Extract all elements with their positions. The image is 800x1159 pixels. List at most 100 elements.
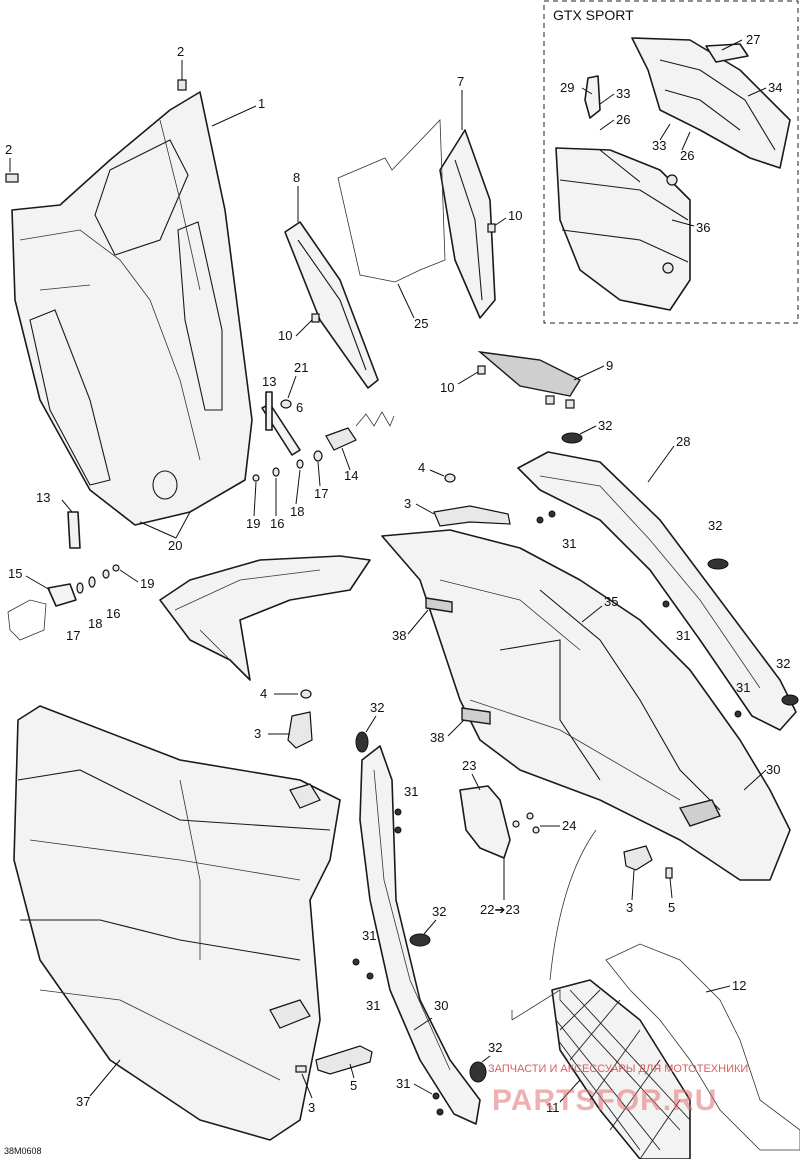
leader-25 <box>397 283 415 319</box>
callout-3c: 3 <box>626 900 633 915</box>
part-28-rail-line <box>539 475 761 689</box>
part-1-shape <box>11 91 253 526</box>
leader-27 <box>721 39 743 51</box>
part-3-upper <box>433 505 511 527</box>
nut-31d-2 <box>394 826 402 834</box>
leader-19a <box>253 481 257 517</box>
callout-33a: 33 <box>616 86 630 101</box>
callout-3b: 3 <box>254 726 261 741</box>
callout-6: 6 <box>296 400 303 415</box>
callout-20: 20 <box>168 538 182 553</box>
part-7-vent <box>439 129 496 319</box>
callout-33b: 33 <box>652 138 666 153</box>
part-37-upper-rib <box>17 769 331 831</box>
leader-37 <box>89 1059 121 1097</box>
part-15-bracket-shape <box>47 583 77 607</box>
part-3-panel-clip-2 <box>269 999 311 1029</box>
part-1-left-opening <box>29 309 111 486</box>
fastener-2b <box>5 173 19 183</box>
leader-1 <box>211 105 257 127</box>
callout-30b: 30 <box>434 998 448 1013</box>
callout-18a: 18 <box>290 504 304 519</box>
callout-16b: 16 <box>106 606 120 621</box>
callout-29: 29 <box>560 80 574 95</box>
part-9-vent <box>477 350 582 397</box>
inset-border <box>543 0 799 324</box>
part-29-bracket <box>584 75 601 119</box>
part-7-inner <box>454 159 483 301</box>
fastener-10b <box>487 223 496 233</box>
washer-17b <box>76 582 84 594</box>
fastener-10a <box>311 313 320 323</box>
part-12-gasket <box>605 943 800 1151</box>
leader-9 <box>573 365 605 381</box>
callout-26b: 26 <box>680 148 694 163</box>
leader-21 <box>287 375 297 399</box>
part-30-lower-line <box>373 769 451 1071</box>
part-11-mesh-a <box>555 989 691 1159</box>
washer-21 <box>280 399 292 409</box>
inset-title: GTX SPORT <box>553 7 634 23</box>
leader-10a <box>295 319 313 337</box>
part-38a-strip <box>425 597 453 613</box>
part-36-fastener <box>666 174 678 186</box>
nut-31f <box>432 1092 440 1100</box>
part-30-lower-rail <box>359 745 481 1125</box>
washer-16a <box>272 467 280 477</box>
callout-3a: 3 <box>404 496 411 511</box>
grommet-32b <box>707 558 729 570</box>
callout-17a: 17 <box>314 486 328 501</box>
callout-38a: 38 <box>392 628 406 643</box>
leader-36 <box>671 219 695 227</box>
callout-3d: 3 <box>308 1100 315 1115</box>
washer-18a <box>296 459 304 469</box>
callout-4a: 4 <box>418 460 425 475</box>
callout-8: 8 <box>293 170 300 185</box>
part-8-vent <box>284 221 379 389</box>
grommet-32d <box>355 731 369 753</box>
fastener-24a <box>512 820 520 828</box>
leader-30a <box>743 769 767 791</box>
part-36-panel <box>555 147 691 311</box>
callout-16a: 16 <box>270 516 284 531</box>
leader-23 <box>471 773 481 791</box>
leader-31f <box>413 1083 433 1095</box>
leader-30b <box>413 1017 433 1031</box>
callout-10b: 10 <box>508 208 522 223</box>
callout-31b: 31 <box>676 628 690 643</box>
callout-37: 37 <box>76 1094 90 1109</box>
callout-31a: 31 <box>562 536 576 551</box>
callout-32a: 32 <box>598 418 612 433</box>
part-11-outline <box>551 979 691 1159</box>
nut-31e <box>352 958 360 966</box>
leader-5a <box>669 877 673 899</box>
part-3-lower-pin <box>295 1065 307 1073</box>
leader-3d <box>301 1073 313 1099</box>
part-37-contours <box>29 779 301 1081</box>
leader-12 <box>705 985 731 993</box>
callout-25: 25 <box>414 316 428 331</box>
callout-31d: 31 <box>404 784 418 799</box>
callout-13a: 13 <box>262 374 276 389</box>
part-37-lower-rib <box>20 919 301 961</box>
callout-15: 15 <box>8 566 22 581</box>
nut-31d <box>394 808 402 816</box>
part-3-mid-right <box>623 845 653 871</box>
part-1-upper-opening <box>94 139 189 256</box>
gtx-sport-inset: GTX SPORT 27 29 33 26 33 26 34 36 <box>543 0 799 324</box>
fastener-10c <box>477 365 486 375</box>
fastener-9a <box>545 395 555 405</box>
fastener-24b <box>526 812 534 820</box>
leader-32d <box>365 715 377 733</box>
leader-26a <box>599 119 615 131</box>
callout-14: 14 <box>344 468 358 483</box>
leader-33a <box>599 93 615 105</box>
washer-17a <box>313 450 323 462</box>
leader-3c <box>631 869 635 901</box>
nut-31b <box>662 600 670 608</box>
nut-31a <box>536 516 544 524</box>
grommet-32a <box>561 432 583 444</box>
callout-10c: 10 <box>440 380 454 395</box>
callout-27: 27 <box>746 32 760 47</box>
part-36-fastener-2 <box>662 262 674 274</box>
